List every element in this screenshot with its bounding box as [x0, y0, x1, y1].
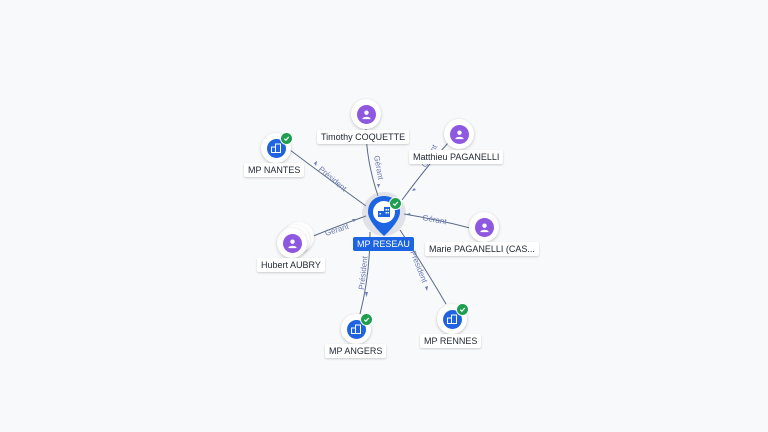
edge-label-timothy: Gérant [372, 155, 385, 181]
edge-nantes: Président [289, 149, 367, 207]
verified-check-icon [456, 303, 469, 316]
edge-label-nantes: Président [317, 165, 349, 194]
edge-label-hubert: Gérant [324, 222, 351, 238]
person-icon [449, 124, 469, 144]
node-timothy-label: Timothy COQUETTE [317, 130, 410, 144]
node-nantes-label: MP NANTES [244, 163, 305, 177]
node-rennes-label: MP RENNES [420, 334, 482, 348]
center-node-label: MP RESEAU [353, 237, 414, 251]
verified-check-icon [389, 197, 402, 210]
node-timothy-circle [351, 99, 381, 129]
edge-label-angers: Président [357, 255, 370, 290]
building-icon [266, 138, 286, 158]
node-matthieu-circle [444, 119, 474, 149]
node-matthieu-label: Matthieu PAGANELLI [409, 150, 504, 164]
building-icon [442, 309, 462, 329]
verified-check-icon [360, 313, 373, 326]
node-marie-label: Marie PAGANELLI (CAS... [425, 242, 539, 256]
person-icon [356, 104, 376, 124]
edge-marie: Gérant [403, 213, 471, 229]
person-icon [282, 233, 302, 253]
building-icon [346, 319, 366, 339]
node-hubert-circle [277, 228, 307, 258]
verified-check-icon [280, 132, 293, 145]
node-marie-circle [469, 212, 499, 242]
edge-label-marie: Gérant [422, 213, 448, 226]
node-angers-label: MP ANGERS [325, 344, 387, 358]
node-hubert-label: Hubert AUBRY [257, 258, 325, 272]
person-icon [474, 217, 494, 237]
